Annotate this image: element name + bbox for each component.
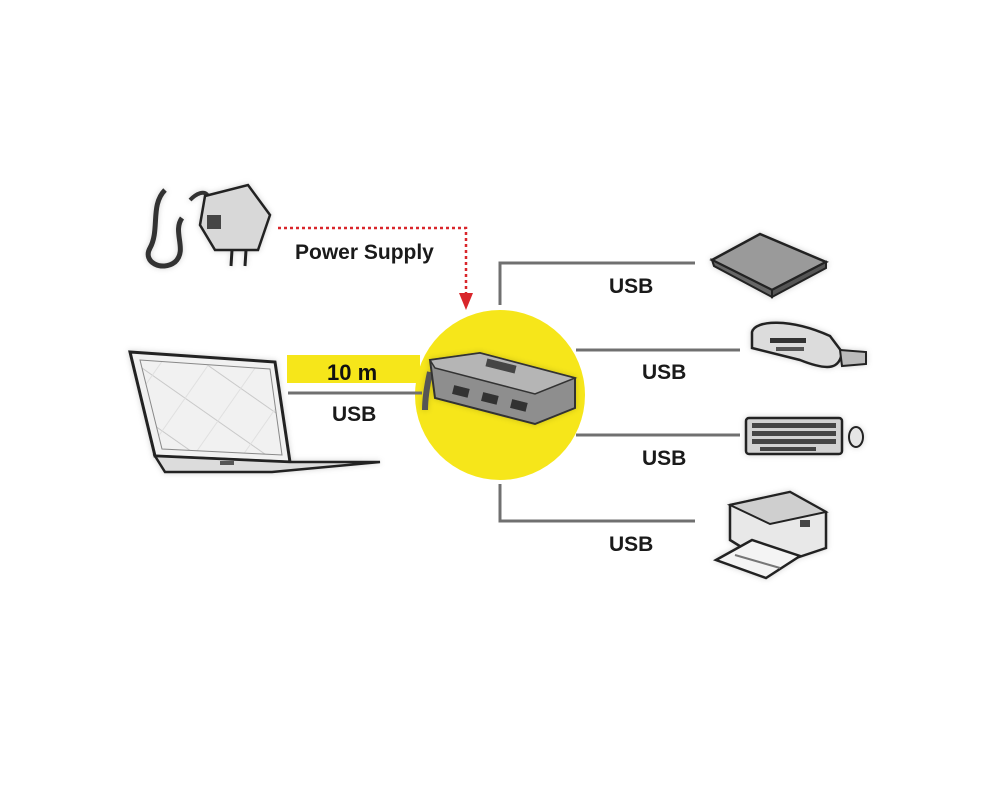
usb-host-label: USB [332,403,377,426]
card-reader-icon [750,321,867,369]
cable-length-band [287,355,420,383]
power-arrow-icon [459,293,473,310]
usb-port-label-2: USB [642,361,687,384]
printer-icon [712,490,829,580]
mouse-icon [848,426,864,448]
usb-port-label-1: USB [609,275,654,298]
power-line [278,226,473,310]
connection-lines [288,261,740,523]
usb-port-label-4: USB [609,533,654,556]
usb-port-label-3: USB [642,447,687,470]
external-hard-drive-icon [709,232,829,299]
power-supply-label: Power Supply [295,241,434,264]
usb-hub-icon [422,351,578,426]
power-adapter-icon [145,183,272,269]
hub-trunk-bottom [498,484,695,523]
cable-length-label: 10 m [327,360,378,385]
laptop-icon [128,350,381,474]
keyboard-mouse-icon [744,416,864,456]
hub-trunk-top [498,261,695,305]
